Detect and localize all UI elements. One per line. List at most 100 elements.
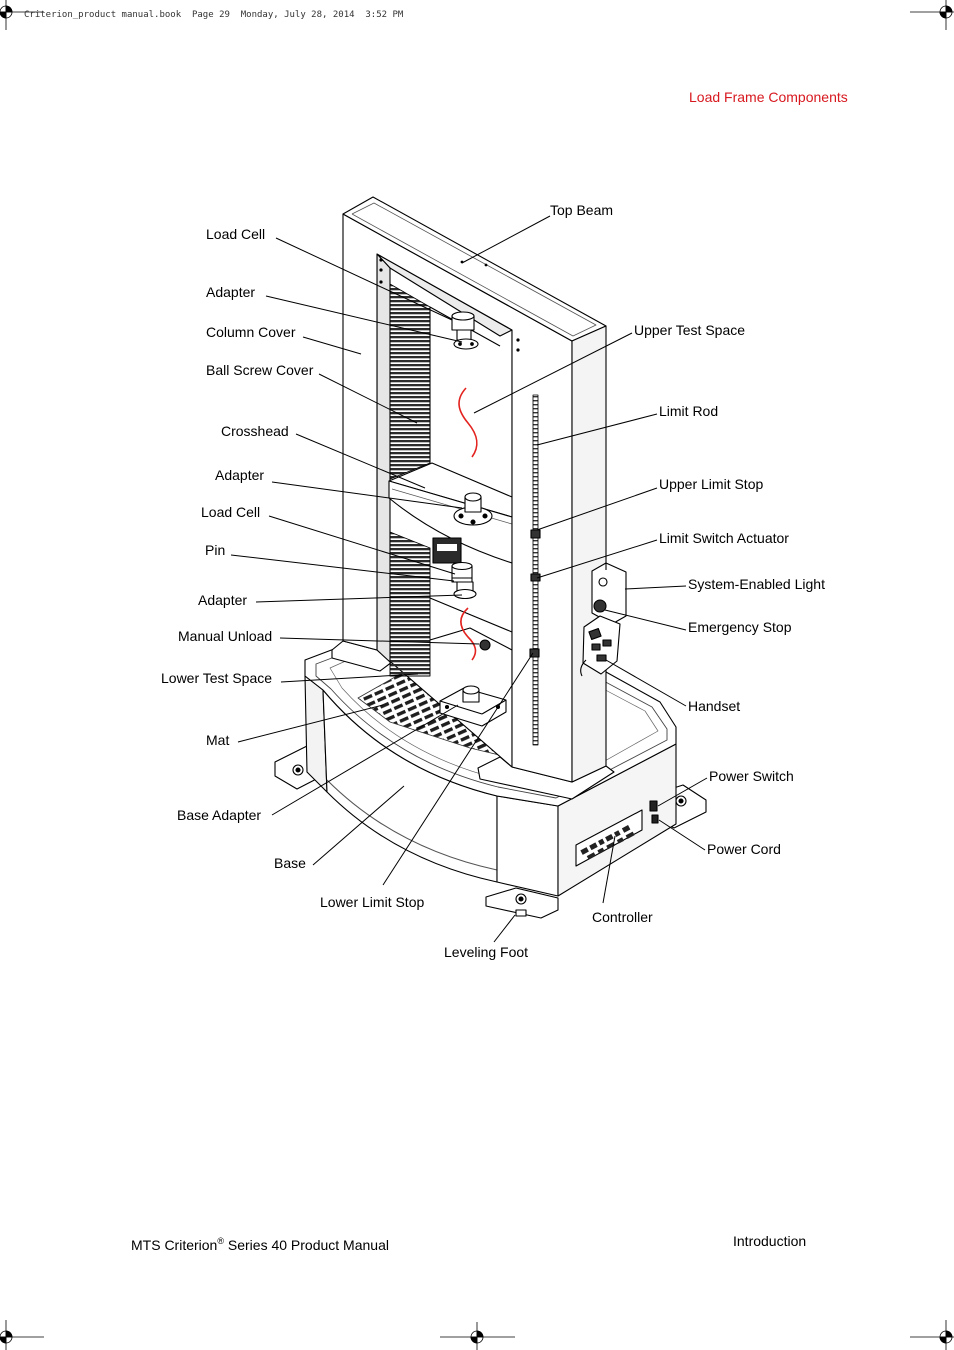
manual-unload-knob bbox=[479, 639, 491, 651]
base-right-front-face bbox=[496, 795, 559, 897]
label-column-cover: Column Cover bbox=[206, 324, 296, 340]
label-upper-test-space: Upper Test Space bbox=[634, 322, 746, 338]
label-pin: Pin bbox=[205, 542, 226, 558]
registered-mark: ® bbox=[217, 1236, 224, 1246]
base-top-inner-recess bbox=[329, 659, 659, 790]
upper-load-cell-adapter bbox=[451, 311, 479, 350]
leader-column-cover bbox=[302, 336, 362, 355]
leader-base-adapter bbox=[271, 704, 459, 816]
system-enabled-light bbox=[598, 577, 608, 587]
base-front-band bbox=[326, 779, 498, 871]
label-manual-unload: Manual Unload bbox=[178, 628, 273, 644]
label-base-adapter: Base Adapter bbox=[177, 807, 262, 823]
label-system-enabled-light: System-Enabled Light bbox=[688, 576, 825, 592]
label-leveling-foot: Leveling Foot bbox=[444, 944, 529, 960]
label-crosshead: Crosshead bbox=[221, 423, 289, 439]
footer-manual-title: MTS Criterion® Series 40 Product Manual bbox=[131, 1236, 389, 1254]
leader-manual-unload bbox=[279, 637, 480, 645]
lower-adapter bbox=[453, 581, 477, 600]
leader-lower-test-space bbox=[280, 673, 419, 683]
leader-mat bbox=[237, 704, 384, 743]
lower-test-space-floor-edge bbox=[429, 597, 513, 633]
label-limit-switch-actuator: Limit Switch Actuator bbox=[659, 530, 789, 546]
lower-load-cell-block bbox=[432, 537, 462, 564]
handset bbox=[580, 615, 621, 677]
leader-load-cell-upper bbox=[275, 237, 453, 321]
ball-screw-cover-lower bbox=[389, 531, 431, 677]
label-lower-test-space: Lower Test Space bbox=[161, 670, 273, 686]
pin bbox=[451, 577, 473, 583]
leader-controller bbox=[602, 835, 616, 904]
leader-crosshead bbox=[295, 433, 426, 489]
leader-upper-test-space bbox=[473, 332, 633, 414]
ball-screw-cover-upper bbox=[389, 283, 431, 480]
leader-lower-limit-stop bbox=[382, 652, 534, 886]
registration-mark-bottom-left bbox=[0, 1320, 44, 1350]
label-load-cell-upper: Load Cell bbox=[206, 226, 266, 242]
footer-chapter: Introduction bbox=[733, 1233, 807, 1249]
leader-power-cord bbox=[658, 819, 706, 851]
leader-top-beam bbox=[461, 215, 551, 264]
label-limit-rod: Limit Rod bbox=[659, 403, 719, 419]
leader-limit-switch-actuator bbox=[536, 539, 658, 579]
emergency-stop-button bbox=[593, 599, 607, 613]
leader-leveling-foot bbox=[493, 914, 516, 943]
leader-lines bbox=[230, 215, 708, 943]
column-mounting-holes bbox=[379, 258, 520, 352]
label-adapter-upper: Adapter bbox=[206, 284, 256, 300]
leader-adapter-lower bbox=[255, 594, 463, 603]
label-emergency-stop: Emergency Stop bbox=[688, 619, 792, 635]
leader-handset bbox=[605, 659, 687, 707]
leveling-foot-front bbox=[485, 887, 559, 919]
label-mat: Mat bbox=[206, 732, 230, 748]
leader-limit-rod bbox=[536, 413, 658, 446]
registration-mark-bottom-right bbox=[910, 1320, 954, 1350]
leader-adapter-upper bbox=[265, 295, 463, 343]
top-beam-rim bbox=[351, 202, 597, 337]
label-lower-limit-stop: Lower Limit Stop bbox=[320, 894, 425, 910]
label-adapter-crosshead: Adapter bbox=[215, 467, 265, 483]
label-upper-limit-stop: Upper Limit Stop bbox=[659, 476, 764, 492]
leader-emergency-stop bbox=[604, 609, 687, 631]
upper-test-space-marker bbox=[458, 387, 478, 458]
power-cord-inlet bbox=[651, 814, 659, 824]
load-frame-drawing bbox=[274, 196, 707, 919]
lower-test-space-base-edge bbox=[429, 627, 513, 651]
label-load-cell-lower: Load Cell bbox=[201, 504, 261, 520]
crosshead-adapter bbox=[453, 492, 493, 526]
label-handset: Handset bbox=[688, 698, 741, 714]
leader-base bbox=[312, 785, 405, 866]
footer-manual-title-suffix: Series 40 Product Manual bbox=[224, 1237, 389, 1253]
lower-test-space-marker bbox=[460, 607, 477, 661]
label-controller: Controller bbox=[592, 909, 653, 925]
leader-adapter-crosshead bbox=[271, 481, 463, 509]
controller-panel bbox=[575, 809, 643, 867]
label-adapter-lower: Adapter bbox=[198, 592, 248, 608]
base-adapter bbox=[439, 685, 507, 727]
print-info: Criterion_product manual.book Page 29 Mo… bbox=[24, 10, 404, 20]
leader-system-enabled-light bbox=[624, 585, 687, 590]
label-top-beam: Top Beam bbox=[550, 202, 614, 218]
label-power-cord: Power Cord bbox=[707, 841, 781, 857]
leader-power-switch bbox=[657, 777, 708, 807]
lower-load-cell bbox=[451, 561, 473, 579]
registration-mark-bottom-center bbox=[440, 1322, 515, 1350]
footer-manual-title-prefix: MTS Criterion bbox=[131, 1237, 218, 1253]
registration-mark-top-left bbox=[0, 0, 44, 30]
upper-limit-stop bbox=[530, 529, 541, 539]
registration-mark-top-right bbox=[910, 0, 954, 30]
label-ball-screw-cover: Ball Screw Cover bbox=[206, 362, 314, 378]
limit-rod bbox=[532, 394, 539, 746]
leader-upper-limit-stop bbox=[536, 487, 658, 531]
leader-ball-screw-cover bbox=[318, 373, 418, 424]
right-column-side-face bbox=[571, 325, 607, 783]
leader-load-cell-lower bbox=[268, 515, 456, 575]
base-top-rim bbox=[315, 652, 668, 799]
handset-station bbox=[591, 562, 627, 625]
label-power-switch: Power Switch bbox=[709, 768, 794, 784]
section-title: Load Frame Components bbox=[689, 89, 848, 105]
leader-pin bbox=[230, 554, 455, 582]
left-column-inner-face bbox=[376, 253, 391, 663]
